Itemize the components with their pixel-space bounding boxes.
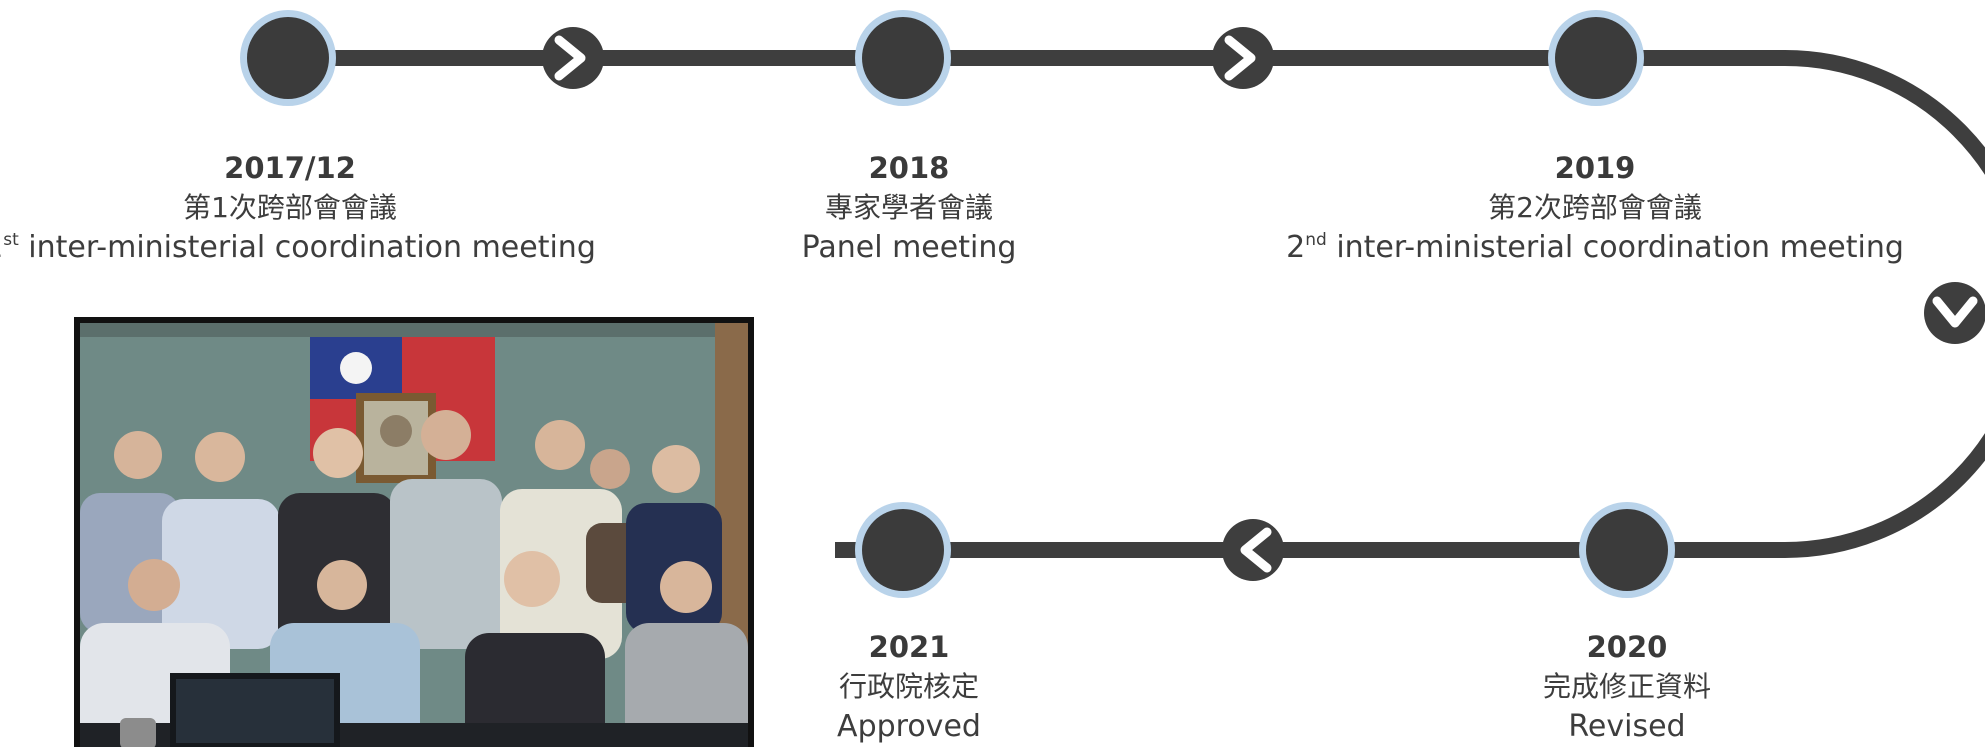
chevron-down-icon: [1924, 282, 1985, 344]
ordinal-number: 1: [0, 230, 3, 265]
milestone-label-2020: 2020 完成修正資料 Revised: [1543, 627, 1711, 747]
milestone-node-2019: [1548, 10, 1644, 106]
milestone-title-en: 2nd inter-ministerial coordination meeti…: [1286, 228, 1904, 268]
milestone-title-en: Approved: [837, 709, 981, 744]
milestone-title-zh: 完成修正資料: [1542, 670, 1712, 703]
chevron-right-icon: [542, 27, 604, 89]
milestone-label-2018: 2018 專家學者會議 Panel meeting: [802, 148, 1017, 268]
milestone-label-2017-12: 2017/12 第1次跨部會會議 1st inter-ministerial c…: [0, 148, 596, 268]
milestone-title-zh: 行政院核定: [838, 670, 979, 703]
milestone-label-2019: 2019 第2次跨部會會議 2nd inter-ministerial coor…: [1286, 148, 1904, 268]
milestone-year: 2019: [1554, 151, 1636, 185]
group-photo: [74, 317, 754, 747]
milestone-title-zh: 第2次跨部會會議: [1488, 191, 1702, 224]
desk-objects: [80, 673, 748, 747]
seated-people: [80, 551, 748, 747]
milestone-title-zh: 專家學者會議: [824, 191, 994, 224]
group-photo-illustration: [80, 323, 748, 747]
ordinal-number: 2: [1286, 230, 1306, 265]
milestone-node-2017-12: [240, 10, 336, 106]
milestone-title-en: Revised: [1568, 709, 1686, 744]
ordinal-suffix: st: [3, 230, 19, 250]
milestone-label-2021: 2021 行政院核定 Approved: [837, 627, 981, 747]
milestone-title-en: Panel meeting: [801, 230, 1017, 265]
milestone-node-2020: [1579, 502, 1675, 598]
milestone-year: 2020: [1586, 630, 1668, 664]
ordinal-suffix: nd: [1305, 230, 1327, 250]
chevron-left-icon: [1222, 519, 1284, 581]
milestone-node-2018: [855, 10, 951, 106]
chevron-right-icon: [1212, 27, 1274, 89]
milestone-title-en-text: inter-ministerial coordination meeting: [1326, 230, 1904, 265]
milestone-year: 2021: [868, 630, 950, 664]
milestone-title-en-text: inter-ministerial coordination meeting: [18, 230, 596, 265]
timeline-track-curve: [1784, 50, 1985, 558]
milestone-title-en: 1st inter-ministerial coordination meeti…: [0, 228, 596, 268]
milestone-node-2021: [855, 502, 951, 598]
standing-people: [80, 410, 722, 663]
milestone-title-zh: 第1次跨部會會議: [183, 191, 397, 224]
milestone-year: 2018: [868, 151, 950, 185]
milestone-year: 2017/12: [224, 151, 356, 185]
